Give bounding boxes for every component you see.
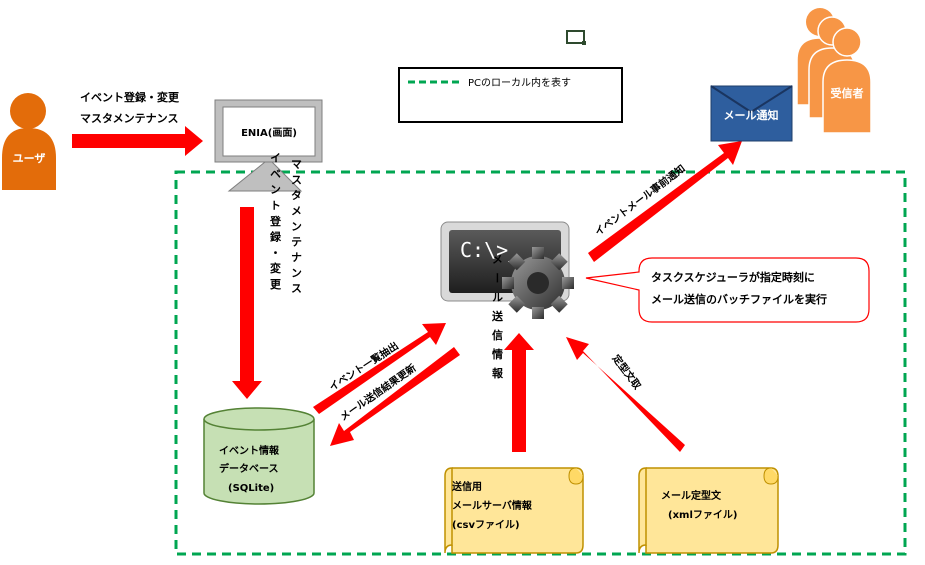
database-line1: イベント情報	[219, 444, 280, 457]
user-to-enia-line1: イベント登録・変更	[80, 90, 180, 104]
mail-envelope-icon: メール通知	[710, 85, 793, 142]
database-icon: イベント情報 データベース (SQLite)	[203, 407, 315, 505]
arrow-user-to-enia	[72, 126, 203, 156]
local-pc-boundary	[174, 170, 907, 556]
arrow-mail-info	[504, 333, 534, 452]
callout-line2: メール送信のバッチファイルを実行	[651, 292, 827, 306]
xml-file-icon: メール定型文 (xmlファイル)	[638, 467, 779, 554]
legend-box: PCのローカル内を表す	[398, 67, 623, 123]
arrow-mail-notify	[588, 141, 742, 262]
arrow-mail-info-label: メール送信情報	[491, 254, 505, 387]
recipient-group-icon: 受信者	[796, 8, 872, 134]
small-window-icon	[566, 30, 586, 45]
arrow-template-label: 定型文取	[610, 352, 645, 393]
csv-line2: メールサーバ情報	[452, 499, 533, 512]
callout-line1: タスクスケジューラが指定時刻に	[651, 270, 815, 284]
arrow-update-result	[330, 347, 460, 446]
database-line2: データベース	[219, 462, 279, 475]
recipient-label: 受信者	[831, 86, 864, 100]
arrow-event-list	[313, 323, 446, 414]
legend-text: PCのローカル内を表す	[468, 76, 571, 89]
xml-line1: メール定型文	[661, 489, 722, 502]
user-figure-icon: ユーザ	[2, 93, 56, 190]
csv-line3: (csvファイル)	[452, 519, 520, 531]
user-to-enia-line2: マスタメンテナンス	[80, 112, 178, 125]
xml-line2: (xmlファイル)	[668, 509, 737, 521]
terminal-prompt: C:\>_	[460, 238, 521, 262]
csv-line1: 送信用	[451, 480, 482, 493]
arrow-template	[566, 337, 685, 452]
arrow-enia-to-db	[232, 207, 262, 399]
csv-file-icon: 送信用 メールサーバ情報 (csvファイル)	[444, 467, 584, 554]
callout-bubble: タスクスケジューラが指定時刻に メール送信のバッチファイルを実行	[585, 257, 870, 323]
user-label: ユーザ	[13, 152, 46, 165]
mail-notice-label: メール通知	[724, 108, 779, 122]
gear-icon	[502, 247, 574, 319]
database-line3: (SQLite)	[228, 483, 274, 494]
monitor-icon: ENIA(画面)	[214, 99, 323, 192]
vertical-text-maintenance: マスタメンテナンス	[290, 158, 303, 298]
vertical-text-event-register: イベント登録・変更	[269, 152, 283, 295]
monitor-label: ENIA(画面)	[241, 127, 297, 139]
